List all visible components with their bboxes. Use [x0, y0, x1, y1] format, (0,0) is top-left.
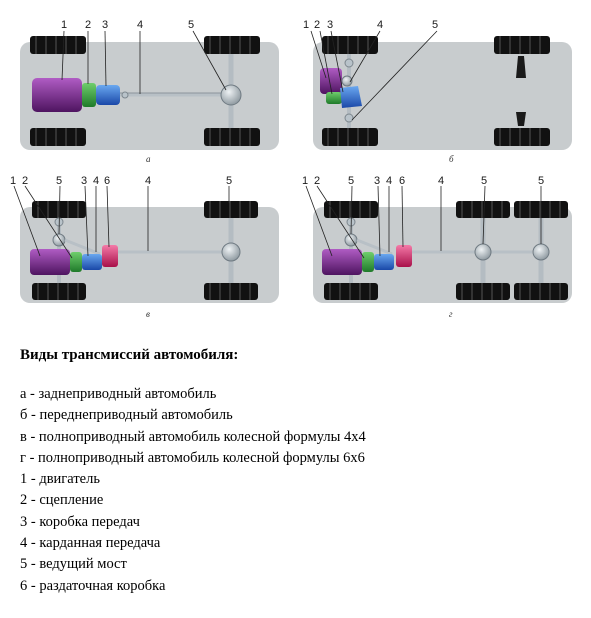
legend-item-a: а - заднеприводный автомобиль — [20, 386, 217, 402]
callout-d-2: 2 — [314, 175, 320, 187]
panel-d-front-left-tire — [324, 201, 378, 218]
callout-c-6: 6 — [104, 175, 110, 187]
callout-d-5-front: 5 — [348, 175, 354, 187]
panel-b-front-left-tire — [322, 36, 378, 54]
callout-d-1: 1 — [302, 175, 308, 187]
panel-d-rear-differential — [532, 243, 550, 261]
panel-a-clutch — [82, 83, 96, 107]
panel-c-caption: в — [146, 309, 150, 319]
panel-c-front-left-tire — [32, 201, 86, 218]
callout-b-2: 2 — [314, 19, 320, 31]
panel-b-caption: б — [449, 154, 454, 164]
legend-title: Виды трансмиссий автомобиля: — [20, 347, 239, 363]
callout-c-4-far: 4 — [145, 175, 151, 187]
panel-c-engine — [30, 249, 70, 275]
callout-c-2: 2 — [22, 175, 28, 187]
callout-2-clutch: 2 — [85, 19, 91, 31]
legend-item-5: 5 - ведущий мост — [20, 556, 127, 573]
callout-5-drive-axle: 5 — [188, 19, 194, 31]
panel-d-transfer-case — [396, 245, 412, 267]
callout-d-6: 6 — [399, 175, 405, 187]
panel-a-rear-differential — [220, 84, 242, 106]
callout-b-5: 5 — [432, 19, 438, 31]
legend-item-g: г - полноприводный автомобиль колесной ф… — [20, 449, 365, 466]
legend-item-1: 1 - двигатель — [20, 471, 100, 488]
panel-c-chassis — [20, 207, 279, 303]
callout-3-gearbox: 3 — [102, 19, 108, 31]
callout-d-4-far: 4 — [438, 175, 444, 187]
legend-item-b: б - переднеприводный автомобиль — [20, 407, 233, 424]
panel-b-rear-stub-lower — [516, 112, 526, 126]
callout-4-driveshaft: 4 — [137, 19, 143, 31]
panel-d-middle-left-tire — [456, 201, 510, 218]
callout-c-5-rear: 5 — [226, 175, 232, 187]
callout-b-1: 1 — [303, 19, 309, 31]
panel-a-gearbox — [96, 85, 120, 105]
legend-item-v: в - полноприводный автомобиль колесной ф… — [20, 428, 366, 445]
transmission-diagram: 1 2 3 4 5 а 1 2 3 4 5 б — [10, 19, 572, 319]
callout-d-5-rear: 5 — [538, 175, 544, 187]
panel-d-middle-right-tire — [456, 283, 510, 300]
panel-d-clutch — [362, 252, 374, 272]
panel-d-all-wheel-drive-6x6: 1 2 5 3 4 6 4 5 5 г — [302, 175, 572, 319]
callout-c-3: 3 — [81, 175, 87, 187]
callout-b-3: 3 — [327, 19, 333, 31]
panel-b-gearbox — [340, 86, 362, 108]
legend: Виды трансмиссий автомобиля: а - заднепр… — [20, 340, 580, 597]
panel-c-rear-left-tire — [204, 201, 258, 218]
panel-a-front-right-tire — [30, 128, 86, 146]
panel-d-front-right-tire — [324, 283, 378, 300]
panel-b-clutch — [326, 92, 342, 104]
panel-c-front-right-tire — [32, 283, 86, 300]
panel-c-transfer-case — [102, 245, 118, 267]
callout-d-4-near: 4 — [386, 175, 392, 187]
panel-b-chassis — [313, 42, 572, 150]
panel-b-engine — [320, 68, 342, 94]
panel-b-rear-right-tire — [494, 128, 550, 146]
legend-item-2: 2 - сцепление — [20, 492, 104, 509]
panel-b-rear-left-tire — [494, 36, 550, 54]
panel-c-rear-differential — [221, 242, 241, 262]
panel-b-front-right-tire — [322, 128, 378, 146]
panel-d-caption: г — [449, 309, 453, 319]
callout-1-engine: 1 — [61, 19, 67, 31]
panel-c-front-driveshaft — [64, 238, 101, 256]
callout-c-4-near: 4 — [93, 175, 99, 187]
panel-c-clutch — [70, 252, 82, 272]
panel-a-caption: а — [146, 154, 151, 164]
panel-d-gearbox — [374, 254, 394, 270]
panel-a-rear-left-tire — [204, 36, 260, 54]
panel-c-rear-right-tire — [204, 283, 258, 300]
panel-c-gearbox — [82, 254, 102, 270]
panel-a-engine — [32, 78, 82, 112]
panel-d-engine — [322, 249, 362, 275]
panel-b-rear-stub-upper — [516, 56, 526, 78]
callout-c-5-front: 5 — [56, 175, 62, 187]
panel-d-chassis — [313, 207, 572, 303]
legend-item-4: 4 - карданная передача — [20, 535, 161, 552]
callout-d-3: 3 — [374, 175, 380, 187]
panel-b-front-differential — [341, 75, 353, 87]
panel-b-front-wheel-drive: 1 2 3 4 5 б — [303, 19, 572, 164]
panel-c-all-wheel-drive-4x4: 1 2 5 3 4 6 4 5 в — [10, 175, 279, 319]
panel-d-middle-differential — [474, 243, 492, 261]
legend-item-3: 3 - коробка передач — [20, 513, 140, 530]
panel-a-rear-right-tire — [204, 128, 260, 146]
panel-a-front-left-tire — [30, 36, 86, 54]
panel-d-rear-right-tire — [514, 283, 568, 300]
callout-b-4: 4 — [377, 19, 383, 31]
legend-item-6: 6 - раздаточная коробка — [20, 577, 166, 594]
callout-c-1: 1 — [10, 175, 16, 187]
panel-a-rear-wheel-drive: 1 2 3 4 5 а — [20, 19, 279, 164]
legend-list: а - заднеприводный автомобиль б - передн… — [20, 384, 580, 597]
callout-d-5-middle: 5 — [481, 175, 487, 187]
panel-d-front-driveshaft — [356, 238, 393, 256]
